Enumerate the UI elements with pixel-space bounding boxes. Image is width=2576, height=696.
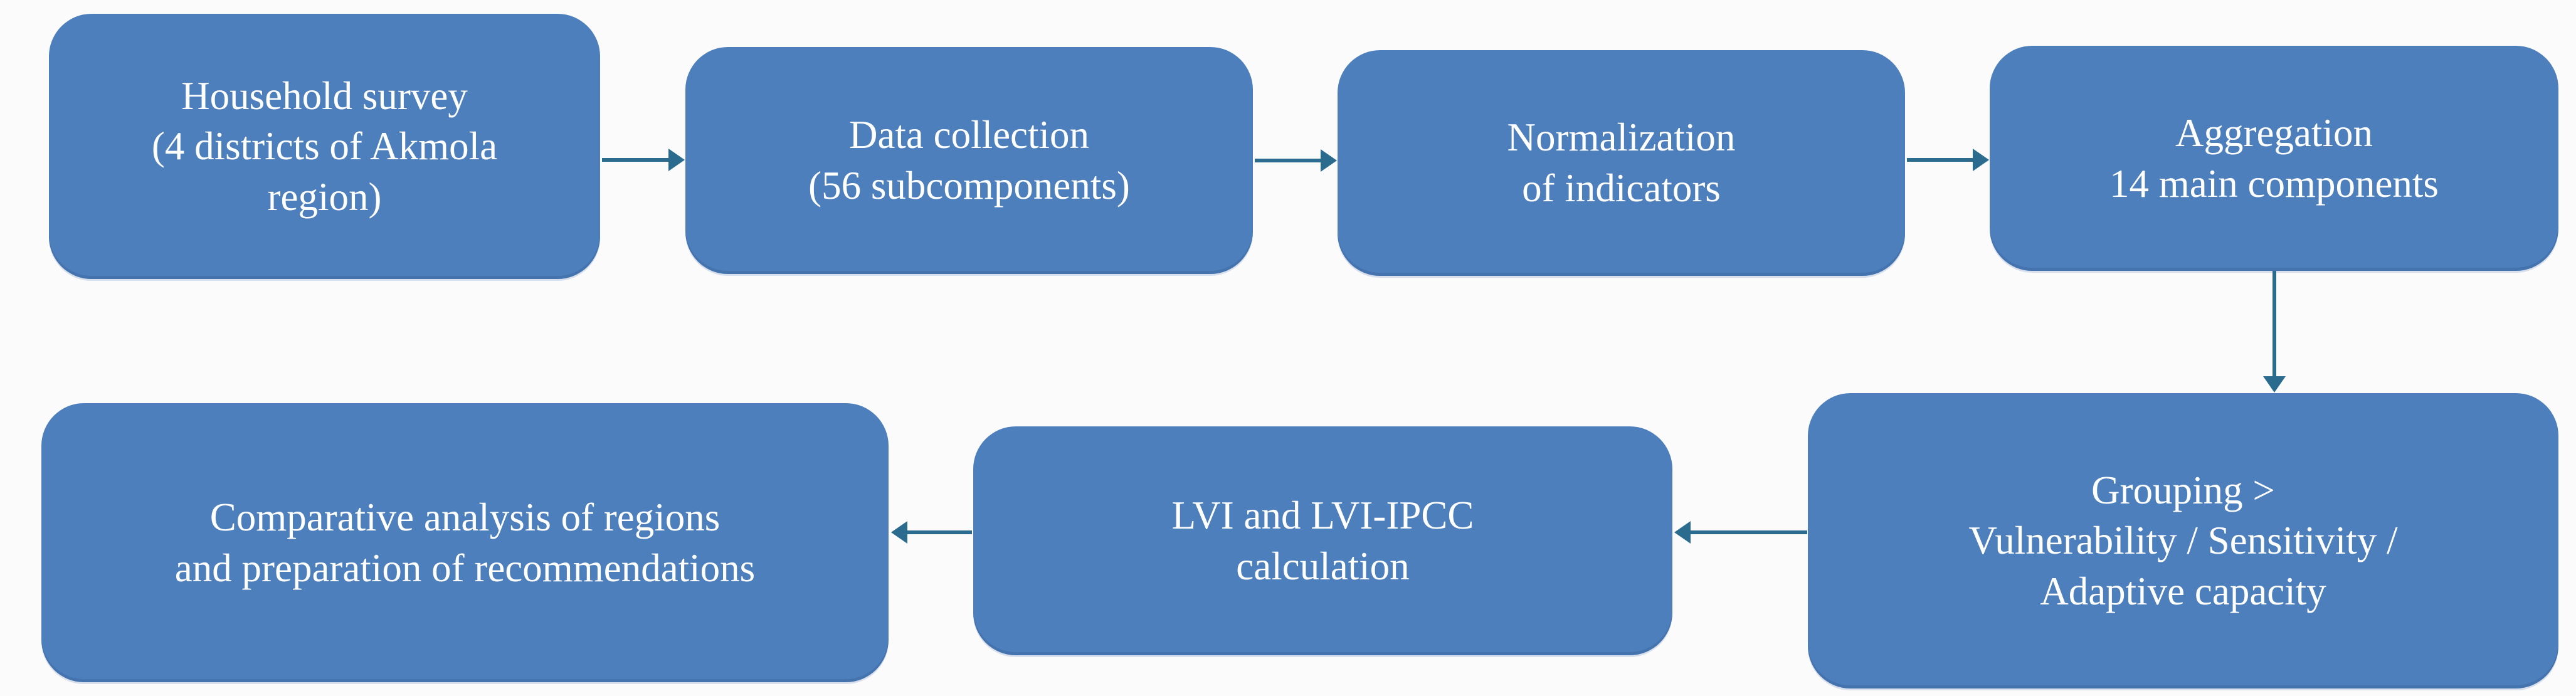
arrow-shaft [2272, 271, 2276, 377]
arrow-head-right-icon [668, 149, 685, 171]
arrow-shaft [906, 530, 972, 534]
arrow-head-left-icon [1674, 521, 1691, 544]
arrow-data-to-normalization-icon [1255, 149, 1337, 172]
arrow-aggregation-to-grouping-icon [2263, 271, 2286, 393]
arrow-head-right-icon [1973, 149, 1989, 171]
arrow-shaft [1907, 158, 1974, 162]
node-normalization: Normalization of indicators [1338, 50, 1905, 276]
node-comparative-analysis: Comparative analysis of regions and prep… [41, 403, 889, 682]
arrow-head-left-icon [891, 521, 907, 544]
arrow-head-down-icon [2263, 376, 2286, 393]
node-data-collection: Data collection (56 subcomponents) [685, 47, 1253, 274]
arrow-shaft [602, 158, 670, 162]
arrow-household-to-data-icon [602, 149, 685, 171]
node-aggregation: Aggregation 14 main components [1990, 46, 2558, 271]
arrow-lvi-to-comparative-icon [891, 521, 972, 544]
arrow-shaft [1255, 159, 1322, 162]
arrow-grouping-to-lvi-icon [1674, 521, 1807, 544]
node-household-survey: Household survey (4 districts of Akmola … [49, 14, 600, 279]
arrow-shaft [1689, 530, 1807, 534]
arrow-head-right-icon [1321, 149, 1337, 172]
arrow-normalization-to-aggregation-icon [1907, 149, 1989, 171]
node-grouping: Grouping > Vulnerability / Sensitivity /… [1808, 393, 2558, 688]
node-lvi-calculation: LVI and LVI-IPCC calculation [973, 426, 1672, 655]
